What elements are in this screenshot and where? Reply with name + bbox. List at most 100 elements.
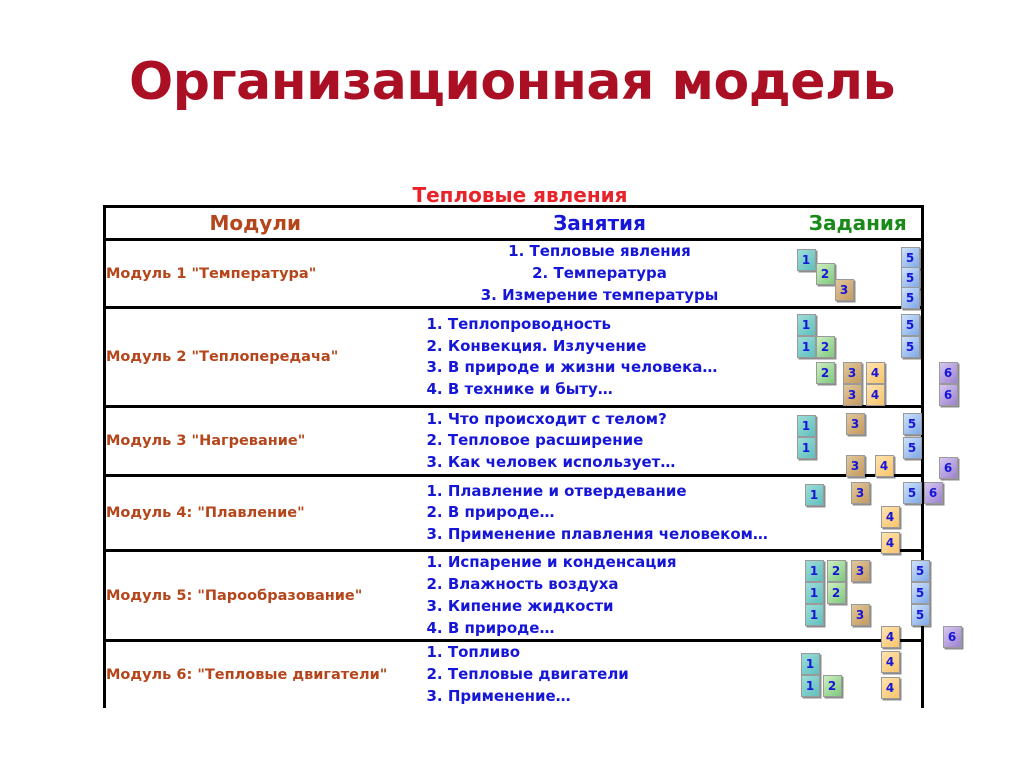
lesson-item: 1. Тепловые явления	[508, 242, 691, 260]
task-card[interactable]: 5	[900, 266, 920, 289]
lesson-item: 2. Конвекция. Излучение	[426, 336, 647, 355]
task-card[interactable]: 1	[800, 652, 820, 675]
task-card[interactable]: 3	[845, 455, 865, 478]
task-card[interactable]: 5	[900, 286, 920, 309]
module-label: Модуль 1 "Температура"	[106, 265, 317, 282]
lesson-item: 1. Что происходит с телом?	[426, 409, 667, 428]
table-row: Модуль 4: "Плавление" 1. Плавление и отве…	[103, 474, 943, 555]
task-card[interactable]: 4	[880, 506, 900, 529]
task-card[interactable]: 1	[804, 581, 824, 604]
task-card[interactable]: 1	[800, 674, 820, 697]
task-card[interactable]: 2	[822, 674, 842, 697]
task-card[interactable]: 1	[796, 437, 816, 460]
task-card[interactable]: 4	[865, 384, 885, 407]
task-card[interactable]: 3	[850, 559, 870, 582]
module-name-cell: Модуль 1 "Температура"	[103, 237, 405, 310]
task-card[interactable]: 5	[902, 437, 922, 460]
table-body: Модули Занятия Задания Модуль 1 "Темпера…	[103, 205, 962, 708]
task-card[interactable]: 3	[850, 603, 870, 626]
task-card[interactable]: 5	[900, 246, 920, 269]
lesson-item: 2. В природе…	[426, 503, 555, 522]
module-label: Модуль 3 "Нагревание"	[106, 433, 306, 450]
lesson-item: 1. Испарение и конденсация	[426, 553, 677, 572]
table-row: Модуль 3 "Нагревание" 1. Что происходит с…	[103, 405, 958, 480]
lesson-item: 4. В технике и быту…	[426, 380, 613, 398]
lesson-item: 3. Как человек использует…	[426, 453, 676, 472]
task-card[interactable]: 6	[923, 482, 943, 505]
lesson-item: 3. Применение…	[426, 686, 571, 705]
lesson-item: 3. Кипение жидкости	[426, 596, 614, 615]
task-card[interactable]: 2	[826, 559, 846, 582]
lessons-cell: 1. Тепловые явления 2. Температура 3. Изме…	[404, 237, 795, 310]
task-card[interactable]: 6	[938, 362, 958, 385]
lesson-item: 3. Измерение температуры	[480, 285, 719, 304]
lessons-cell: 1. Что происходит с телом? 2. Тепловое ра…	[404, 405, 795, 478]
task-card[interactable]: 5	[910, 603, 930, 626]
page-title: Организационная модель	[129, 52, 895, 112]
table-header-row: Модули Занятия Задания	[103, 205, 924, 241]
task-card[interactable]: 5	[910, 581, 930, 604]
task-card[interactable]: 5	[910, 559, 930, 582]
task-card[interactable]: 6	[938, 457, 958, 480]
task-card[interactable]: 3	[842, 384, 862, 407]
task-card[interactable]: 2	[815, 362, 835, 385]
task-card[interactable]: 1	[796, 248, 816, 271]
task-card[interactable]: 3	[834, 278, 854, 301]
lesson-item: 1. Теплопроводность	[426, 314, 611, 333]
column-header-tasks: Задания	[794, 205, 924, 241]
organizational-model-table: Модули Занятия Задания Модуль 1 "Темпера…	[103, 205, 962, 708]
task-card[interactable]: 3	[850, 482, 870, 505]
task-card[interactable]: 4	[865, 362, 885, 385]
module-name-cell: Модуль 2 "Теплопередача"	[103, 306, 405, 409]
task-card[interactable]: 6	[942, 625, 962, 648]
column-header-lessons: Занятия	[404, 205, 795, 241]
module-name-cell: Модуль 6: "Тепловые двигатели"	[103, 639, 405, 708]
task-card[interactable]: 1	[804, 603, 824, 626]
task-card[interactable]: 5	[902, 482, 922, 505]
lesson-item: 4. В природе…	[426, 618, 555, 637]
task-card[interactable]: 6	[938, 384, 958, 407]
task-card[interactable]: 3	[842, 362, 862, 385]
module-name-cell: Модуль 3 "Нагревание"	[103, 405, 405, 478]
task-card[interactable]: 3	[845, 413, 865, 436]
task-card[interactable]: 5	[900, 314, 920, 337]
task-card[interactable]: 5	[902, 413, 922, 436]
module-label: Модуль 5: "Парообразование"	[106, 587, 363, 604]
lesson-item: 2. Температура	[532, 263, 667, 282]
table-caption: Тепловые явления	[412, 183, 628, 207]
task-card[interactable]: 1	[796, 415, 816, 438]
lesson-item: 1. Плавление и отвердевание	[426, 481, 687, 500]
task-card[interactable]: 4	[880, 676, 900, 699]
task-card[interactable]: 2	[826, 581, 846, 604]
task-card[interactable]: 5	[900, 336, 920, 359]
task-card[interactable]: 1	[796, 336, 816, 359]
task-card[interactable]: 1	[796, 314, 816, 337]
task-card[interactable]: 1	[804, 559, 824, 582]
module-label: Модуль 4: "Плавление"	[106, 505, 305, 522]
table-row: Модуль 5: "Парообразование" 1. Испарение …	[103, 549, 962, 648]
lesson-list: 1. Что происходит с телом? 2. Тепловое ра…	[405, 409, 795, 474]
task-card[interactable]: 4	[880, 650, 900, 673]
table-row: Модуль 6: "Тепловые двигатели"1. Топливо…	[103, 639, 924, 708]
column-header-modules: Модули	[103, 205, 405, 241]
lesson-item: 2. Тепловое расширение	[426, 431, 644, 450]
lesson-item: 2. Тепловые двигатели	[426, 665, 629, 683]
task-card[interactable]: 1	[804, 484, 824, 507]
task-card[interactable]: 2	[815, 336, 835, 359]
task-card[interactable]: 4	[874, 455, 894, 478]
lesson-item: 3. Применение плавления человеком…	[426, 525, 768, 544]
task-card[interactable]: 2	[815, 262, 835, 285]
